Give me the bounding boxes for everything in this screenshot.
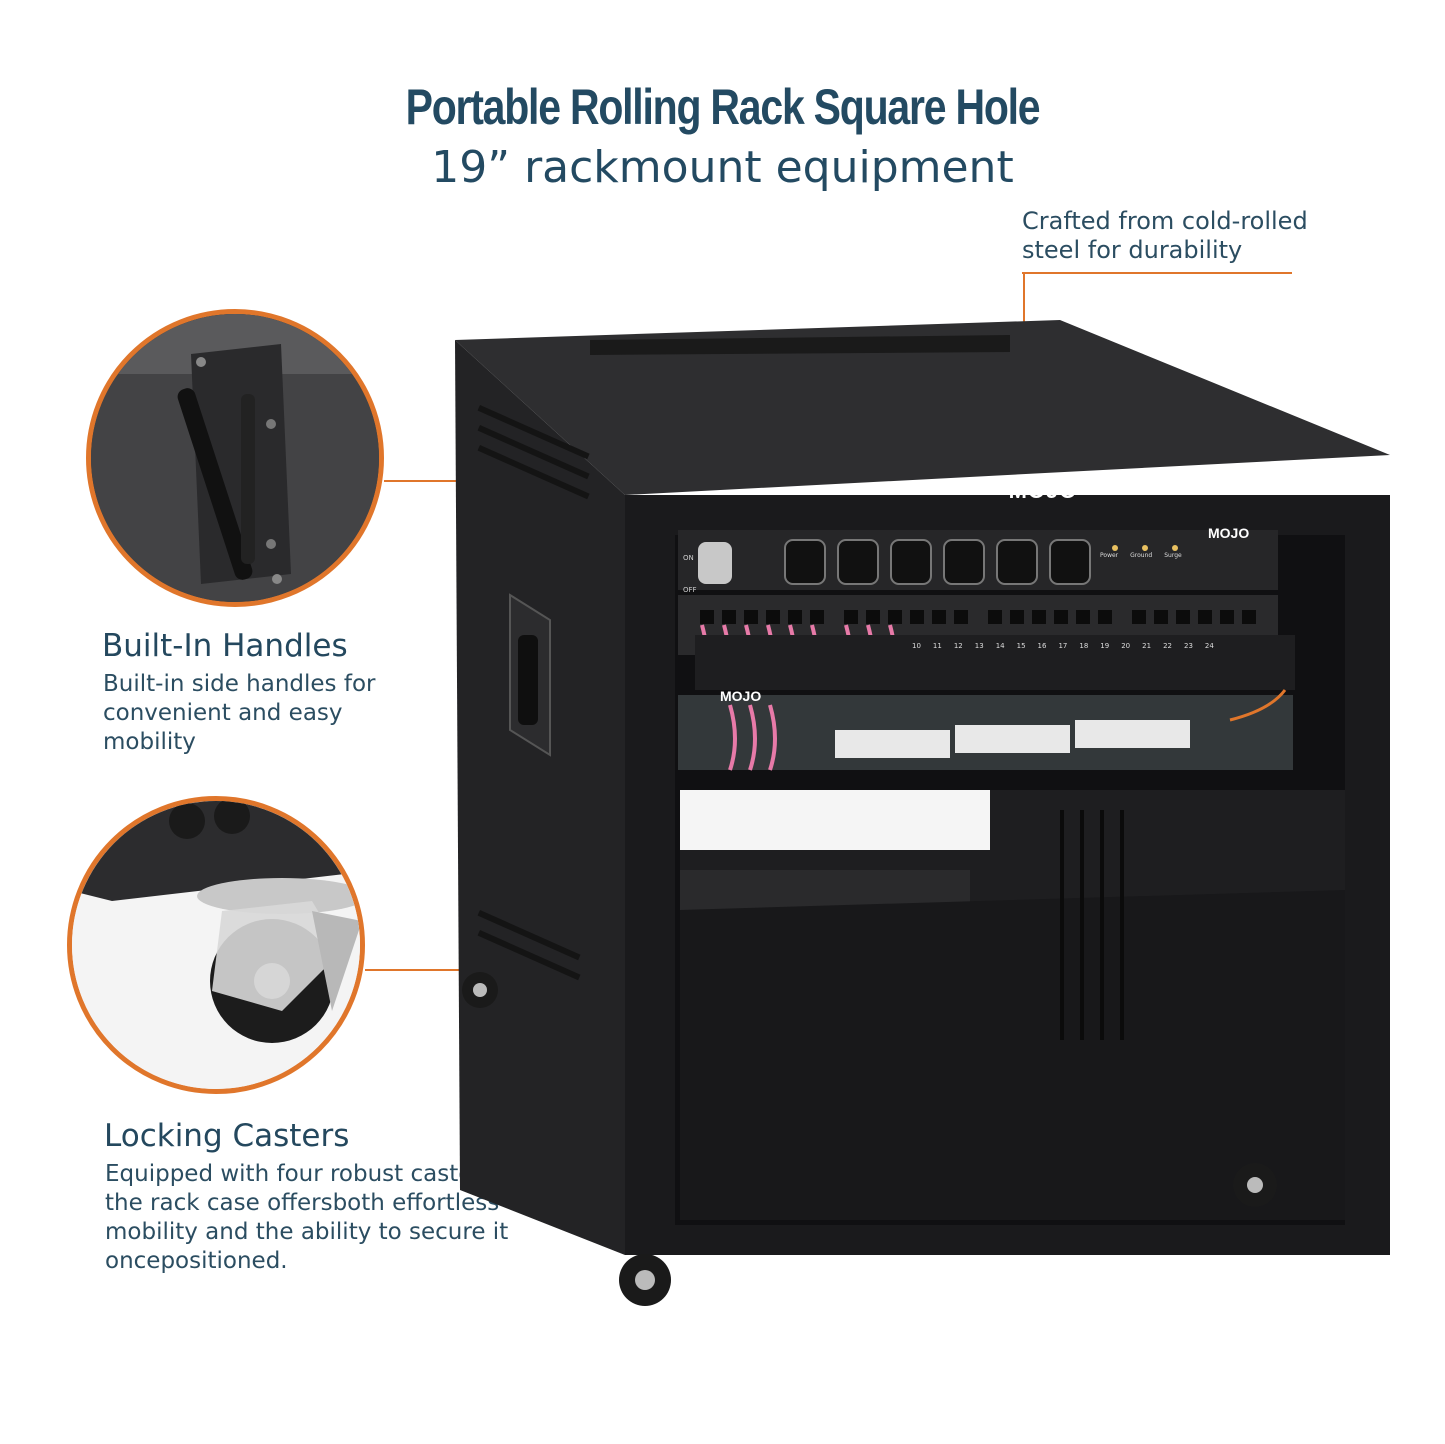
- pdu-label-ground: Ground: [1130, 552, 1153, 559]
- pdu-indicator-labels: Power Ground Surge: [1100, 552, 1182, 559]
- handles-description: Built-in side handles for convenient and…: [103, 670, 375, 757]
- port-number: 12: [953, 642, 963, 650]
- page-title: Portable Rolling Rack Square Hole: [405, 79, 1041, 135]
- casters-desc-line1: Equipped with four robust casters,: [105, 1161, 502, 1187]
- casters-heading: Locking Casters: [104, 1118, 350, 1154]
- port-number: 23: [1183, 642, 1193, 650]
- pdu-off-label: OFF: [683, 586, 697, 594]
- port-number: 13: [974, 642, 984, 650]
- handles-heading: Built-In Handles: [102, 628, 348, 664]
- pdu-label-surge: Surge: [1164, 552, 1182, 559]
- port-number: 15: [1016, 642, 1026, 650]
- port-number: 19: [1100, 642, 1110, 650]
- rack-brand-logo: TecMOJO: [990, 478, 1077, 504]
- handle-closeup-image: [91, 314, 379, 602]
- steel-callout-underline: [1022, 272, 1292, 274]
- handles-desc-line1: Built-in side handles for: [103, 671, 376, 697]
- steel-callout: Crafted from cold-rolled steel for durab…: [1022, 207, 1308, 265]
- rack-brand-name: MOJO: [1008, 478, 1078, 503]
- casters-desc-line4: oncepositioned.: [105, 1248, 288, 1274]
- rack-top: [455, 320, 1390, 495]
- pdu-brand-logo: MOJO: [1208, 525, 1250, 541]
- port-number: 16: [1037, 642, 1047, 650]
- port-number: 17: [1058, 642, 1068, 650]
- casters-desc-line2: the rack case offersboth effortless: [105, 1190, 500, 1216]
- pdu-on-label: ON: [683, 554, 694, 562]
- rack-brand-tec: Tec: [990, 478, 1009, 489]
- steel-callout-line1: Crafted from cold-rolled: [1022, 207, 1308, 235]
- port-number: 21: [1142, 642, 1152, 650]
- steel-callout-line2: steel for durability: [1022, 236, 1243, 264]
- rack-side-panel: [455, 340, 625, 1255]
- page-subtitle: 19” rackmount equipment: [431, 142, 1014, 193]
- caster-closeup-circle: [67, 796, 365, 1094]
- casters-desc-line3: mobility and the ability to secure it: [105, 1219, 509, 1245]
- handles-desc-line2: convenient and easy: [103, 700, 343, 726]
- port-number: 10: [912, 642, 921, 650]
- handle-closeup-circle: [86, 309, 384, 607]
- switch-brand-logo: MOJO: [720, 688, 762, 704]
- pdu-label-power: Power: [1100, 552, 1119, 559]
- casters-description: Equipped with four robust casters, the r…: [105, 1160, 508, 1276]
- port-number: 24: [1204, 642, 1214, 650]
- handles-desc-line3: mobility: [103, 729, 196, 755]
- port-number: 11: [932, 642, 942, 650]
- cable-manager: [695, 635, 1295, 690]
- port-number: 22: [1163, 642, 1172, 650]
- port-number: 14: [995, 642, 1005, 650]
- port-number: 18: [1079, 642, 1089, 650]
- port-number: 20: [1121, 642, 1131, 650]
- patch-panel-port-numbers: 10 11 12 13 14 15 16 17 18 19 20 21 22 2…: [912, 642, 1214, 650]
- casters-leader: [365, 969, 465, 971]
- rack-cabinet-image: [455, 320, 1390, 1306]
- caster-closeup-image: [72, 801, 360, 1089]
